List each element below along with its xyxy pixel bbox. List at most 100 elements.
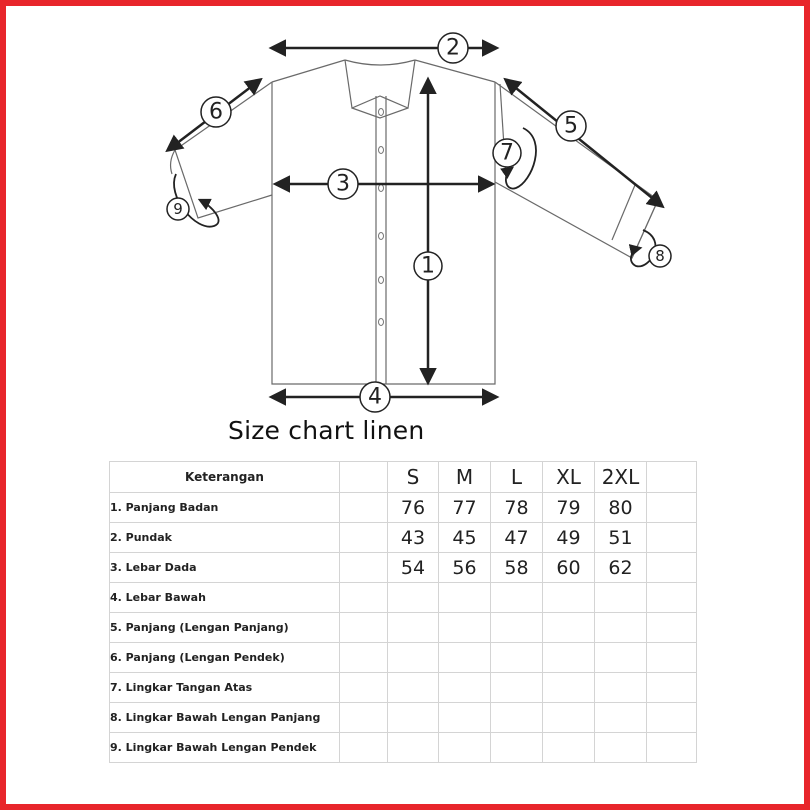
- row-value-cell: 51: [594, 522, 647, 553]
- row-value-cell: [438, 582, 491, 613]
- row-label: 5. Panjang (Lengan Panjang): [109, 612, 340, 643]
- row-spacer-cell: [339, 492, 388, 523]
- row-value-cell: [542, 582, 595, 613]
- row-value-cell: [387, 702, 439, 733]
- row-value-cell: [594, 612, 647, 643]
- row-value-cell: 77: [438, 492, 491, 523]
- table-row: 8. Lingkar Bawah Lengan Panjang: [109, 702, 697, 733]
- marker-6: 6: [200, 96, 232, 128]
- row-trailing-cell: [646, 702, 697, 733]
- row-spacer-cell: [339, 522, 388, 553]
- row-value-cell: [594, 582, 647, 613]
- svg-text:1: 1: [421, 254, 435, 279]
- row-value-cell: [387, 642, 439, 673]
- table-row: 4. Lebar Bawah: [109, 582, 697, 613]
- table-row: 6. Panjang (Lengan Pendek): [109, 642, 697, 673]
- row-value-cell: 56: [438, 552, 491, 583]
- header-spacer: [339, 461, 388, 493]
- arrow-8: [628, 229, 657, 268]
- row-value-cell: [490, 642, 543, 673]
- marker-5: 5: [555, 110, 587, 142]
- row-trailing-cell: [646, 732, 697, 763]
- shirt-buttons: [378, 108, 384, 326]
- row-value-cell: [438, 612, 491, 643]
- row-spacer-cell: [339, 642, 388, 673]
- row-label: 3. Lebar Dada: [109, 552, 340, 583]
- row-value-cell: [490, 732, 543, 763]
- row-value-cell: 62: [594, 552, 647, 583]
- svg-text:3: 3: [336, 172, 350, 197]
- shirt-outline: [169, 59, 659, 385]
- arrow-7: [500, 127, 537, 190]
- svg-text:6: 6: [209, 100, 223, 125]
- row-value-cell: [387, 582, 439, 613]
- row-value-cell: [594, 702, 647, 733]
- row-spacer-cell: [339, 552, 388, 583]
- row-label: 7. Lingkar Tangan Atas: [109, 672, 340, 703]
- row-value-cell: 58: [490, 552, 543, 583]
- row-spacer-cell: [339, 702, 388, 733]
- row-value-cell: [542, 672, 595, 703]
- row-value-cell: [438, 732, 491, 763]
- row-value-cell: [490, 702, 543, 733]
- row-label: 2. Pundak: [109, 522, 340, 553]
- row-trailing-cell: [646, 672, 697, 703]
- row-spacer-cell: [339, 732, 388, 763]
- row-value-cell: 47: [490, 522, 543, 553]
- row-value-cell: 80: [594, 492, 647, 523]
- header-size-m: M: [438, 461, 491, 493]
- row-value-cell: 60: [542, 552, 595, 583]
- svg-text:4: 4: [368, 385, 382, 410]
- svg-text:7: 7: [500, 141, 514, 166]
- marker-4: 4: [359, 381, 391, 413]
- row-trailing-cell: [646, 642, 697, 673]
- arrow-9: [173, 173, 220, 228]
- row-value-cell: [490, 612, 543, 643]
- row-trailing-cell: [646, 492, 697, 523]
- row-value-cell: [387, 672, 439, 703]
- header-size-2xl: 2XL: [594, 461, 647, 493]
- table-row: 9. Lingkar Bawah Lengan Pendek: [109, 732, 697, 763]
- row-value-cell: [438, 702, 491, 733]
- row-spacer-cell: [339, 612, 388, 643]
- row-value-cell: 76: [387, 492, 439, 523]
- row-value-cell: [490, 582, 543, 613]
- size-chart-table: Keterangan S M L XL 2XL 1. Panjang Badan…: [109, 461, 697, 763]
- marker-8: 8: [648, 244, 672, 268]
- arrow-5: [503, 77, 665, 209]
- row-value-cell: 43: [387, 522, 439, 553]
- marker-1: 1: [413, 251, 443, 281]
- row-value-cell: [438, 642, 491, 673]
- header-size-xl: XL: [542, 461, 595, 493]
- row-label: 9. Lingkar Bawah Lengan Pendek: [109, 732, 340, 763]
- row-value-cell: [594, 732, 647, 763]
- row-value-cell: [542, 732, 595, 763]
- row-trailing-cell: [646, 552, 697, 583]
- row-value-cell: 54: [387, 552, 439, 583]
- row-value-cell: [387, 732, 439, 763]
- row-value-cell: [438, 672, 491, 703]
- row-value-cell: [490, 672, 543, 703]
- row-spacer-cell: [339, 582, 388, 613]
- svg-text:2: 2: [446, 36, 460, 61]
- header-size-s: S: [387, 461, 439, 493]
- header-size-l: L: [490, 461, 543, 493]
- row-label: 8. Lingkar Bawah Lengan Panjang: [109, 702, 340, 733]
- row-trailing-cell: [646, 612, 697, 643]
- row-spacer-cell: [339, 672, 388, 703]
- marker-2: 2: [437, 32, 469, 64]
- row-value-cell: 49: [542, 522, 595, 553]
- header-keterangan: Keterangan: [109, 461, 340, 493]
- svg-text:8: 8: [655, 247, 665, 265]
- row-trailing-cell: [646, 522, 697, 553]
- marker-3: 3: [327, 168, 359, 200]
- row-label: 1. Panjang Badan: [109, 492, 340, 523]
- row-value-cell: [594, 672, 647, 703]
- table-header-row: Keterangan S M L XL 2XL: [109, 461, 697, 493]
- row-value-cell: 79: [542, 492, 595, 523]
- row-label: 6. Panjang (Lengan Pendek): [109, 642, 340, 673]
- svg-text:5: 5: [564, 114, 578, 139]
